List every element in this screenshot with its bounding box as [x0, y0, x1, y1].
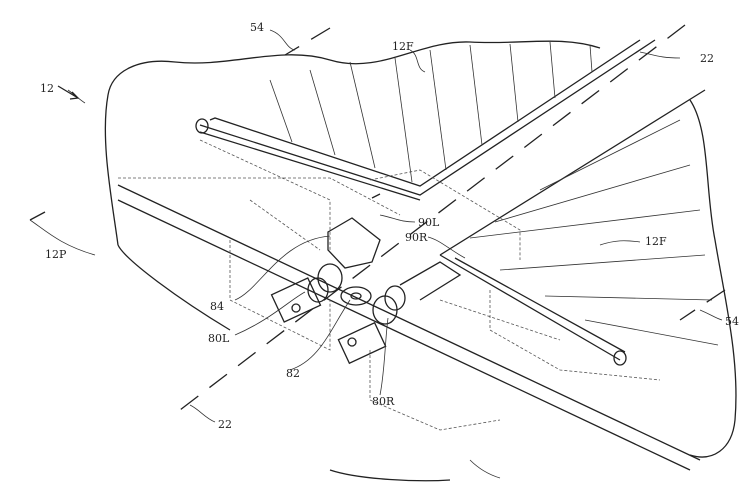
hinge-rails [117, 131, 701, 471]
label-80L: 80L [208, 332, 230, 345]
housing-outline-bottom [117, 244, 451, 482]
label-90L: 90L [418, 216, 440, 229]
label-12: 12 [40, 82, 54, 95]
hidden-lines [118, 139, 661, 431]
label-80R: 80R [372, 395, 395, 408]
label-84: 84 [210, 300, 224, 313]
label-90R: 90R [405, 231, 428, 244]
label-12F-left: 12F [392, 40, 414, 53]
label-22-top: 22 [700, 52, 714, 65]
leader-lines [29, 29, 723, 479]
label-54-bottom: 54 [725, 315, 739, 328]
label-12F-right: 12F [645, 235, 667, 248]
label-12P: 12P [45, 248, 67, 261]
gear-mechanism [270, 193, 462, 365]
right-flap [439, 89, 719, 366]
axis-lines [29, 24, 726, 411]
label-82: 82 [286, 367, 300, 380]
left-flap [195, 39, 656, 196]
label-54-top: 54 [250, 21, 264, 34]
label-22-bottom: 22 [218, 418, 232, 431]
housing-outline [104, 40, 737, 458]
